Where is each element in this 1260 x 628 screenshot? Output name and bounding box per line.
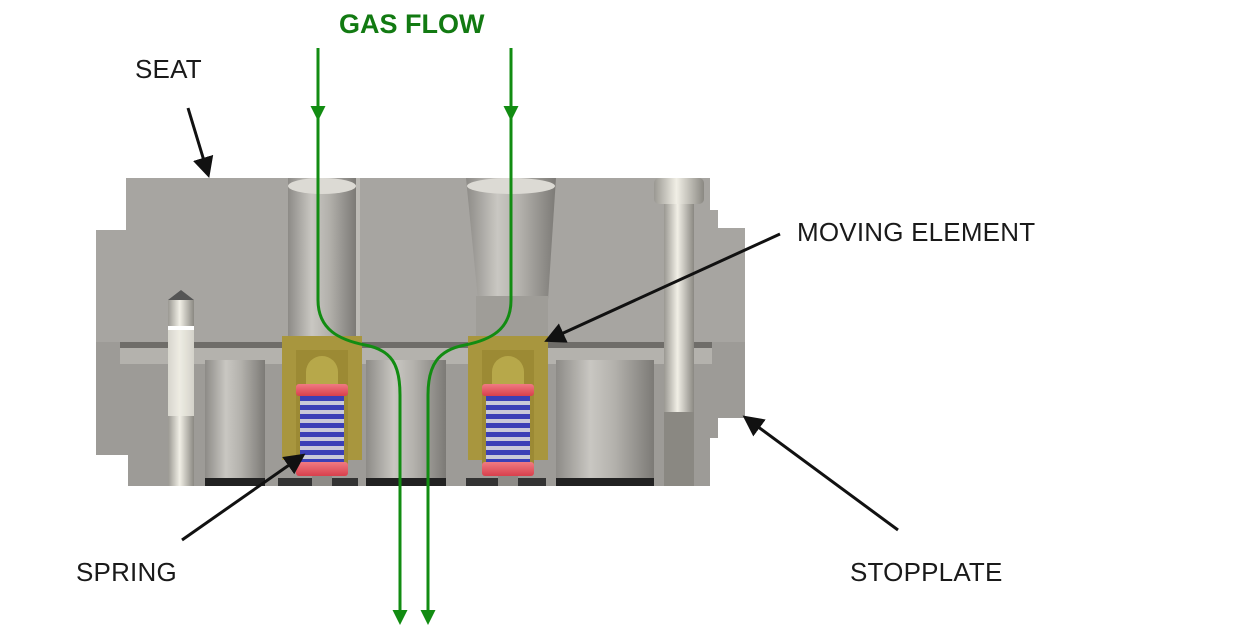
label-moving-element: MOVING ELEMENT (797, 217, 1036, 247)
callout-arrows (181, 107, 899, 542)
guide-pin-left (168, 290, 194, 486)
moving-element-arrow-icon (544, 232, 781, 343)
label-seat: SEAT (135, 54, 202, 84)
diagram-title: GAS FLOW (339, 9, 485, 39)
bolt-right (654, 178, 704, 486)
spring-arrow-icon (181, 453, 306, 542)
stopplate-arrow-icon (742, 415, 899, 532)
seat-arrow-icon (186, 107, 214, 179)
stopplate (96, 342, 745, 486)
gas-flow-path-left (316, 48, 408, 625)
moving-element-right (468, 336, 548, 486)
moving-element-left (282, 336, 362, 486)
gas-flow-path-right (420, 48, 513, 625)
label-spring: SPRING (76, 557, 177, 587)
gas-flow-paths (310, 48, 519, 625)
label-stopplate: STOPPLATE (850, 557, 1003, 587)
